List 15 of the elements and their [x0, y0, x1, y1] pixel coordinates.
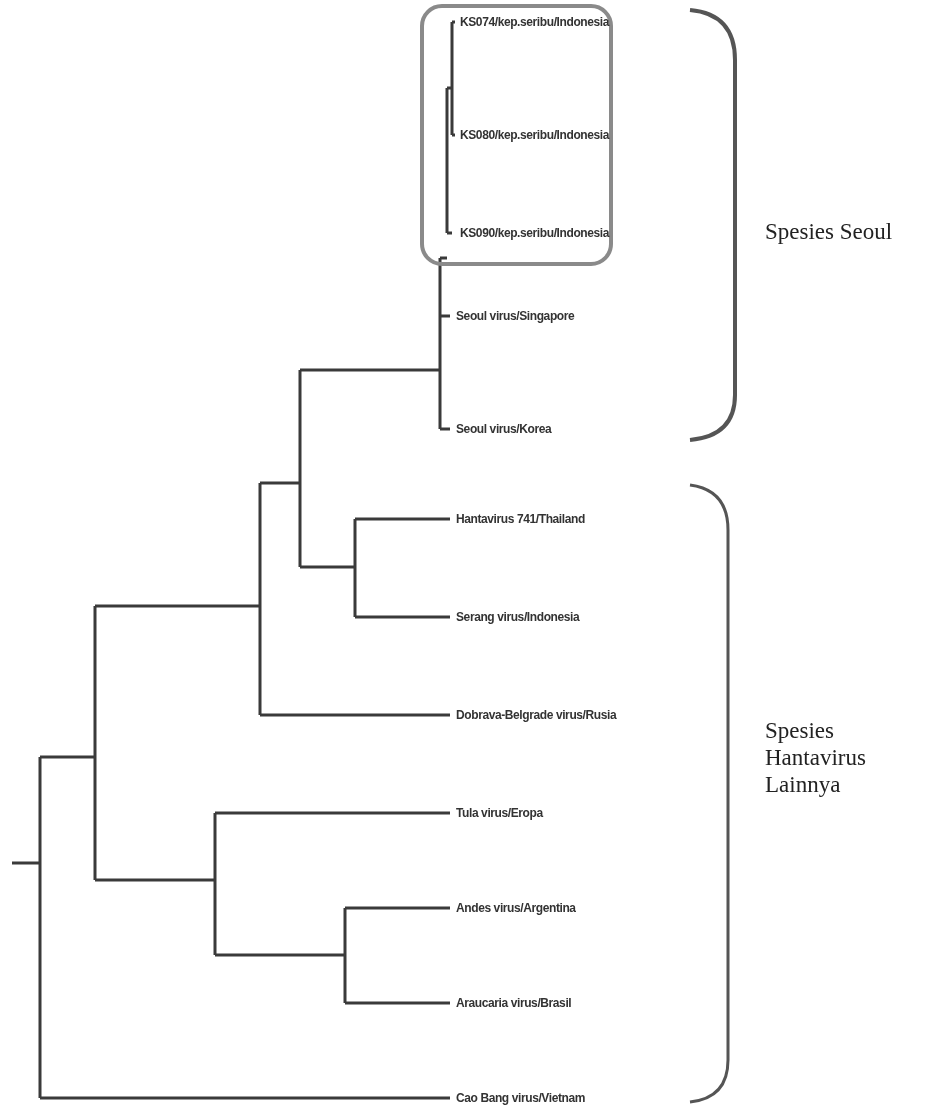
- taxon-label: KS080/kep.seribu/Indonesia: [460, 128, 609, 142]
- taxon-label: Seoul virus/Korea: [456, 422, 552, 436]
- species-label: Spesies Hantavirus Lainnya: [765, 717, 867, 798]
- taxon-label: KS074/kep.seribu/Indonesia: [460, 15, 609, 29]
- taxon-label: Tula virus/Eropa: [456, 806, 543, 820]
- taxon-label: Serang virus/Indonesia: [456, 610, 580, 624]
- highlight-frame: [420, 4, 613, 266]
- taxon-label: Hantavirus 741/Thailand: [456, 512, 585, 526]
- taxon-label: Araucaria virus/Brasil: [456, 996, 572, 1010]
- taxon-label: KS090/kep.seribu/Indonesia: [460, 226, 609, 240]
- taxon-label: Dobrava-Belgrade virus/Rusia: [456, 708, 617, 722]
- taxon-label: Cao Bang virus/Vietnam: [456, 1091, 586, 1105]
- species-label: Spesies Seoul: [765, 218, 894, 245]
- taxon-label: Andes virus/Argentina: [456, 901, 576, 915]
- taxon-label: Seoul virus/Singapore: [456, 309, 575, 323]
